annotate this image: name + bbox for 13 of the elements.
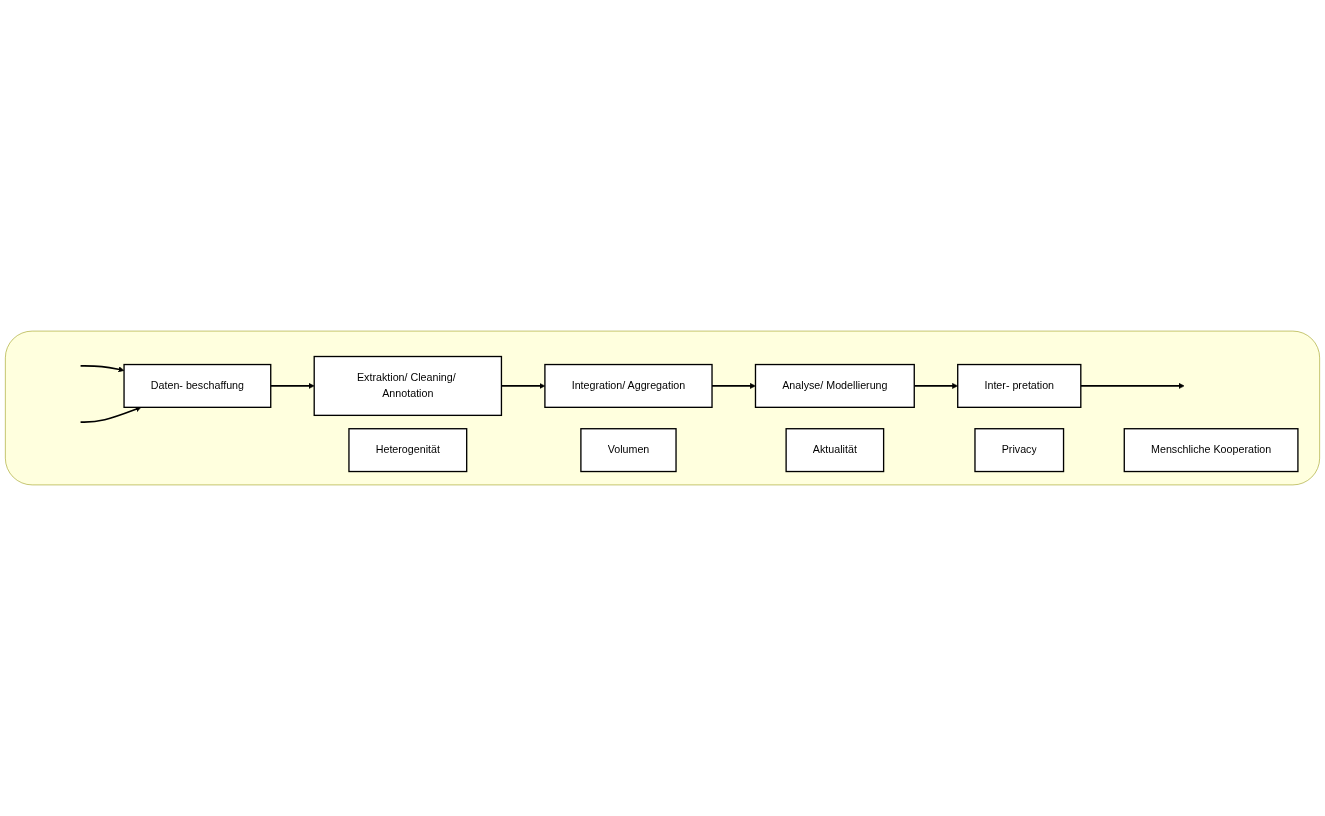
- node-box: Analyse/ Modellierung: [754, 363, 915, 408]
- node-box: Inter- pretation: [957, 363, 1082, 408]
- node-box: Extraktion/ Cleaning/ Annotation: [313, 355, 503, 417]
- cluster: [5, 330, 1320, 486]
- node-box: Privacy: [974, 428, 1065, 473]
- node-box: Aktualität: [785, 428, 885, 473]
- node-box: Menschliche Kooperation: [1123, 428, 1299, 473]
- arrow: [79, 365, 125, 373]
- node-box: Volumen: [580, 428, 677, 473]
- node-box: Heterogenität: [348, 428, 468, 473]
- node-box: Daten- beschaffung: [123, 363, 272, 408]
- arrow: [79, 406, 142, 423]
- node-box: Integration/ Aggregation: [544, 363, 713, 408]
